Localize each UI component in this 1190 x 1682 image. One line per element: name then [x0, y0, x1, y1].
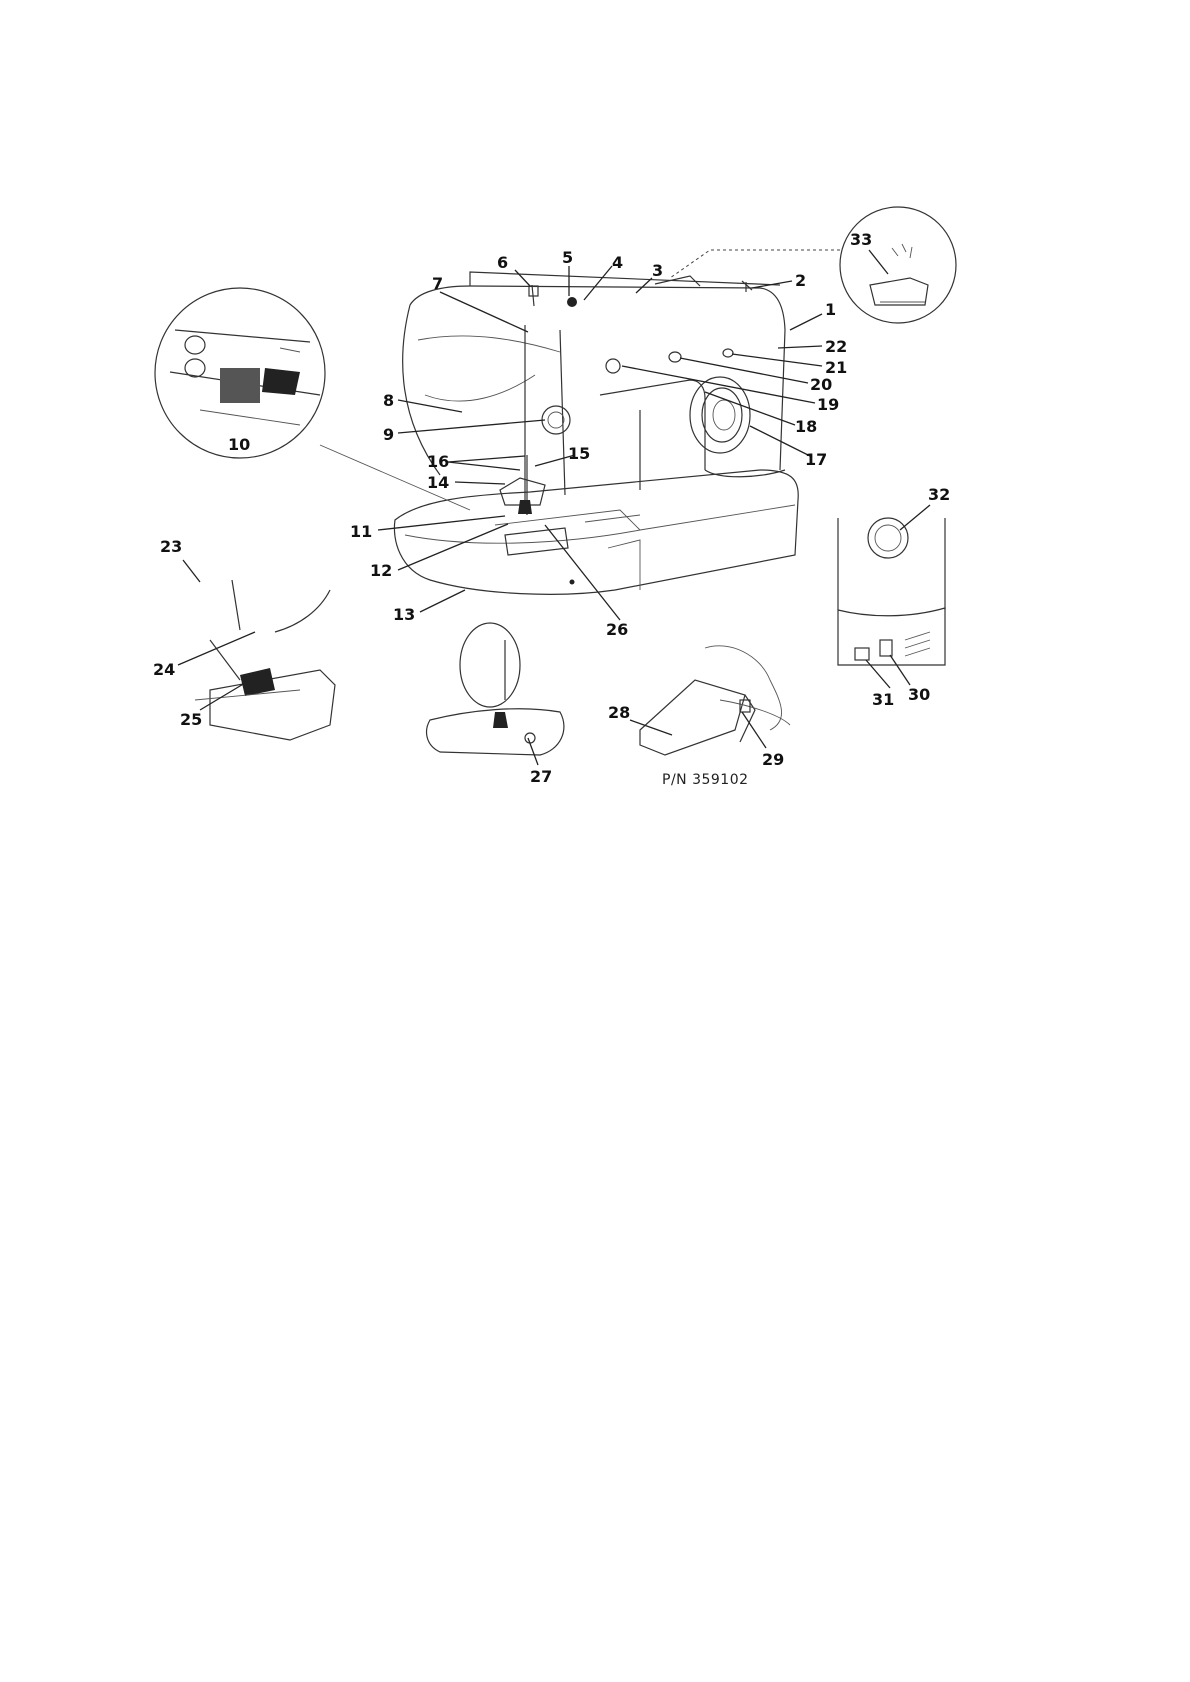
callout-11: 11: [350, 522, 372, 541]
callout-1: 1: [825, 300, 836, 319]
callout-31: 31: [872, 690, 894, 709]
rear-view-illustration: [837, 517, 946, 666]
callout-8: 8: [383, 391, 394, 410]
callout-30: 30: [908, 685, 930, 704]
callout-2: 2: [795, 271, 806, 290]
part-number-label: P/N 359102: [662, 772, 749, 788]
free-arm-detail: [425, 622, 565, 756]
callout-6: 6: [497, 253, 508, 272]
callout-9: 9: [383, 425, 394, 444]
callout-12: 12: [370, 561, 392, 580]
callout-4: 4: [612, 253, 623, 272]
callout-27: 27: [530, 767, 552, 786]
callout-14: 14: [427, 473, 449, 492]
callout-32: 32: [928, 485, 950, 504]
callout-29: 29: [762, 750, 784, 769]
callout-19: 19: [817, 395, 839, 414]
callout-13: 13: [393, 605, 415, 624]
callout-25: 25: [180, 710, 202, 729]
callout-26: 26: [606, 620, 628, 639]
callout-23: 23: [160, 537, 182, 556]
callout-7: 7: [432, 274, 443, 293]
inset-bobbin-area: [154, 287, 471, 511]
callout-22: 22: [825, 337, 847, 356]
leader-lines: [177, 249, 931, 766]
callout-28: 28: [608, 703, 630, 722]
callout-33: 33: [850, 230, 872, 249]
inset-thread-cutter: [669, 206, 957, 324]
callout-16: 16: [427, 452, 449, 471]
callout-18: 18: [795, 417, 817, 436]
callout-5: 5: [562, 248, 573, 267]
callout-21: 21: [825, 358, 847, 377]
presser-foot-detail: [194, 579, 336, 741]
callout-3: 3: [652, 261, 663, 280]
callout-20: 20: [810, 375, 832, 394]
foot-control-illustration: [639, 645, 791, 756]
callout-15: 15: [568, 444, 590, 463]
callout-10: 10: [228, 435, 250, 454]
callout-labels: 1 2 3 4 5 6 7 8 9 10 11 12 13 14 15 16 1…: [153, 230, 950, 786]
callout-17: 17: [805, 450, 827, 469]
callout-24: 24: [153, 660, 175, 679]
main-machine-illustration: [393, 271, 799, 595]
